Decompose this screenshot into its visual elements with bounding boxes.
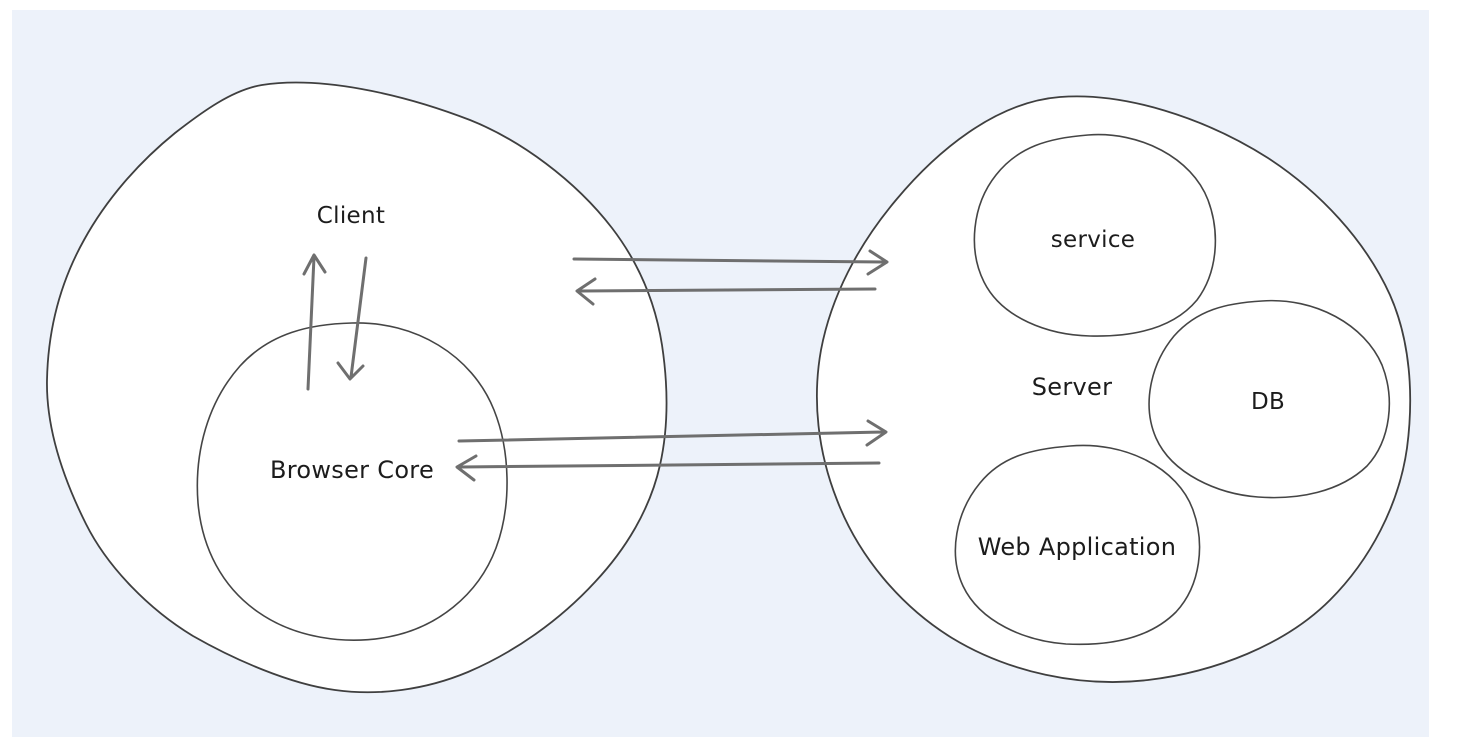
arrow-server-to-browser-core bbox=[455, 454, 881, 482]
db-circle bbox=[1148, 299, 1391, 499]
db-label: DB bbox=[1251, 389, 1285, 415]
service-circle bbox=[973, 133, 1217, 337]
arrow-browser-core-to-server bbox=[457, 419, 888, 447]
server-label: Server bbox=[1032, 373, 1113, 401]
web-application-circle bbox=[954, 444, 1201, 646]
arrow-server-to-client-top bbox=[575, 277, 877, 306]
service-label: service bbox=[1051, 227, 1136, 253]
arrow-client-to-server-top bbox=[572, 249, 889, 276]
browser-core-circle bbox=[196, 322, 508, 641]
arrow-client-to-browser-core-down bbox=[336, 256, 368, 381]
arrow-browser-core-to-client-up bbox=[302, 253, 327, 391]
browser-core-label: Browser Core bbox=[270, 456, 434, 484]
client-label: Client bbox=[317, 203, 385, 229]
web-application-label: Web Application bbox=[978, 533, 1177, 561]
